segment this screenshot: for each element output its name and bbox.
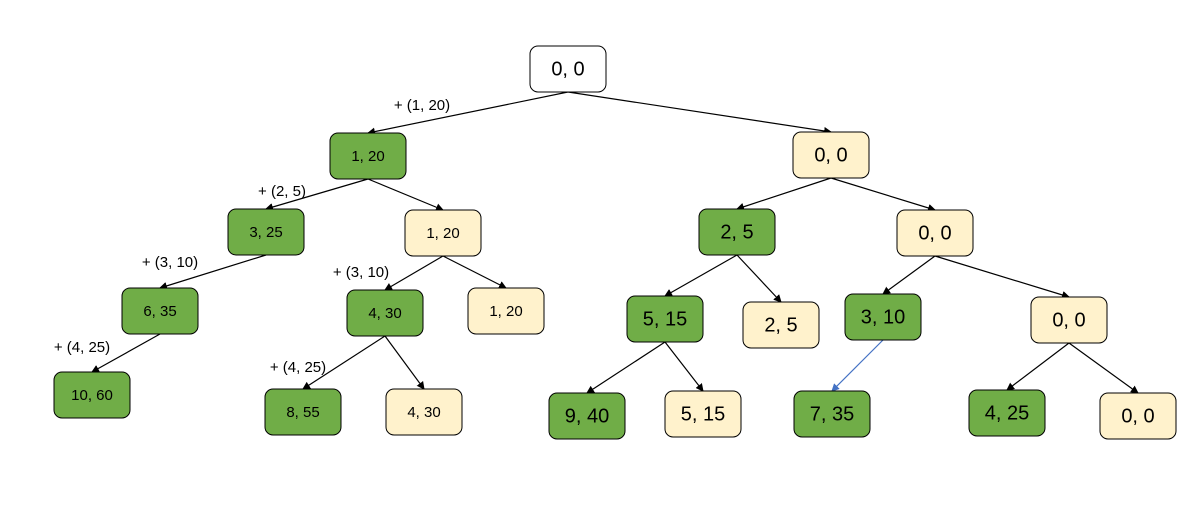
node-label: 0, 0 [918, 222, 951, 244]
node-box [664, 390, 742, 438]
edge-label: + (3, 10) [142, 254, 198, 271]
node-label: 2, 5 [764, 314, 797, 336]
node-box [626, 295, 704, 343]
node-box [1099, 392, 1177, 440]
node-label: 5, 15 [643, 308, 687, 330]
tree-node-included: 7, 35 [793, 390, 871, 438]
edge-n4-n9 [442, 255, 507, 289]
tree-node-included: 8, 55 [264, 388, 342, 436]
node-label: 2, 5 [720, 221, 753, 243]
edge-label: + (1, 20) [394, 97, 450, 114]
node-box [529, 45, 607, 93]
tree-node-included: 1, 20 [329, 132, 407, 180]
tree-node-excluded: 5, 15 [664, 390, 742, 438]
tree-node-excluded: 0, 0 [896, 209, 974, 257]
node-box [227, 208, 305, 256]
node-box [844, 293, 922, 341]
node-label: 9, 40 [565, 405, 609, 427]
node-box [346, 289, 424, 337]
tree-node-included: 4, 25 [968, 389, 1046, 437]
tree-node-excluded: 0, 0 [1099, 392, 1177, 440]
node-label: 4, 25 [985, 402, 1029, 424]
edge-n13-n21 [1068, 342, 1139, 394]
tree-node-included: 3, 10 [844, 293, 922, 341]
node-label: 0, 0 [1121, 405, 1154, 427]
tree-node-excluded: 0, 0 [1030, 296, 1108, 344]
node-box [385, 388, 463, 436]
node-label: 3, 25 [249, 224, 282, 241]
node-box [121, 287, 199, 335]
node-label: 3, 10 [861, 306, 905, 328]
node-box [264, 388, 342, 436]
tree-node-included: 3, 25 [227, 208, 305, 256]
edge-n13-n20 [1006, 342, 1070, 391]
tree-node-included: 6, 35 [121, 287, 199, 335]
node-label: 0, 0 [814, 144, 847, 166]
node-box [968, 389, 1046, 437]
node-box [53, 371, 131, 419]
edge-n10-n17 [586, 341, 666, 394]
edge-n4-n8 [384, 255, 444, 291]
edge-n8-n16 [384, 335, 425, 390]
node-label: 1, 20 [351, 148, 384, 165]
edge-n2-n6 [830, 177, 936, 212]
edge-label: + (4, 25) [54, 339, 110, 356]
node-box [548, 392, 626, 440]
nodes-layer: 0, 0 1, 20 0, 0 3, 25 1, 20 2, 5 0, 0 6, 35 4, 3… [53, 45, 1177, 440]
edge-label: + (3, 10) [333, 264, 389, 281]
edge-n0-n1 [367, 91, 569, 136]
node-label: 1, 20 [426, 225, 459, 242]
tree-node-excluded: 0, 0 [792, 131, 870, 179]
edge-n0-n2 [567, 91, 832, 135]
node-label: 0, 0 [551, 58, 584, 80]
node-box [896, 209, 974, 257]
edges-layer [91, 91, 1139, 394]
edge-n1-n3 [265, 178, 369, 211]
node-label: 4, 30 [407, 404, 440, 421]
edge-n5-n10 [664, 254, 738, 297]
node-box [742, 301, 820, 349]
edge-n3-n7 [159, 254, 267, 290]
edge-label: + (2, 5) [258, 183, 306, 200]
edge-n1-n4 [367, 178, 444, 212]
node-label: 0, 0 [1052, 309, 1085, 331]
node-box [698, 208, 776, 256]
edge-n6-n12 [882, 255, 936, 295]
tree-node-excluded: 2, 5 [742, 301, 820, 349]
edge-n2-n5 [736, 177, 832, 211]
node-label: 5, 15 [681, 403, 725, 425]
edge-labels-layer: + (1, 20) + (2, 5) + (3, 10) + (3, 10) + (4,… [54, 97, 450, 376]
node-box [467, 287, 545, 335]
node-box [792, 131, 870, 179]
node-label: 10, 60 [71, 387, 113, 404]
node-label: 6, 35 [143, 303, 176, 320]
node-label: 4, 30 [368, 305, 401, 322]
edge-n10-n18 [664, 341, 704, 392]
edge-n12-n19 [831, 339, 884, 392]
tree-node-root: 0, 0 [529, 45, 607, 93]
node-label: 8, 55 [286, 404, 319, 421]
node-label: 1, 20 [489, 303, 522, 320]
edge-label: + (4, 25) [270, 359, 326, 376]
edge-n7-n14 [91, 333, 161, 373]
edge-n8-n15 [302, 335, 386, 390]
node-box [329, 132, 407, 180]
tree-node-included: 9, 40 [548, 392, 626, 440]
node-box [793, 390, 871, 438]
edge-n5-n11 [736, 254, 782, 303]
tree-node-excluded: 1, 20 [404, 209, 482, 257]
tree-node-included: 5, 15 [626, 295, 704, 343]
tree-node-included: 10, 60 [53, 371, 131, 419]
tree-node-included: 2, 5 [698, 208, 776, 256]
tree-node-excluded: 4, 30 [385, 388, 463, 436]
node-box [404, 209, 482, 257]
tree-node-excluded: 1, 20 [467, 287, 545, 335]
node-label: 7, 35 [810, 403, 854, 425]
tree-node-included: 4, 30 [346, 289, 424, 337]
node-box [1030, 296, 1108, 344]
edge-n6-n13 [934, 255, 1070, 299]
